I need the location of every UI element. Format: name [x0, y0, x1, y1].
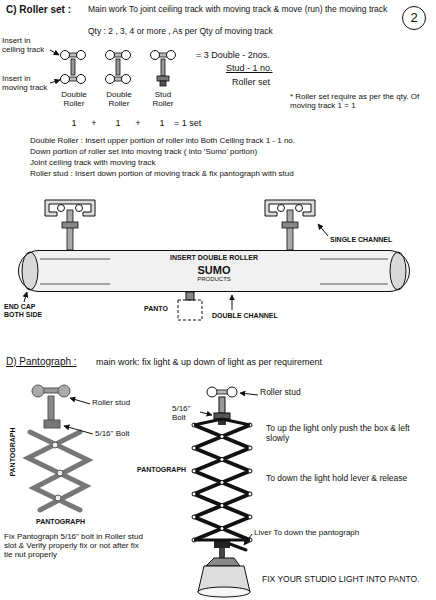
annotation-label: 5/16" Bolt [95, 429, 155, 438]
pivot [220, 481, 224, 485]
annotation-label: Double Roller [101, 90, 137, 108]
annotation-label: 1 [156, 118, 168, 128]
annotation-label: Roller stud [260, 388, 330, 398]
annotation-label: PANTOGRAPH [9, 417, 17, 487]
annotation-label: To up the light only push the box & left… [266, 424, 432, 444]
node-text: INSERT DOUBLE ROLLER [170, 254, 258, 262]
moving-track-bar: INSERT DOUBLE ROLLER SUMOPRODUCTS [18, 250, 410, 292]
annotation-label: Insert in ceiling track [2, 36, 52, 54]
annotation-label: END CAP BOTH SIDE [4, 303, 48, 319]
pivot [248, 515, 252, 519]
pivot [220, 504, 224, 508]
annotation-label: * Roller set require as per the qty. Of … [290, 92, 432, 110]
annotation-label: Down portion of roller set into moving t… [30, 147, 430, 156]
annotation-label: To down the light hold lever & release [266, 474, 432, 484]
annotation-label: PANTO [144, 305, 176, 313]
bolt-link [194, 419, 222, 425]
pivot [220, 435, 224, 439]
annotation-label: FIX YOUR STUDIO LIGHT INTO PANTO. [262, 575, 434, 585]
annotation-label: = 1 set [174, 118, 224, 128]
annotation-label: + [132, 118, 144, 128]
annotation-label: 1 [112, 118, 124, 128]
annotation-label: SINGLE CHANNEL [330, 236, 420, 244]
node-text: 2 [410, 11, 417, 25]
annotation-label: Stud - 1 no. [226, 63, 306, 73]
annotation-label: Double Roller : Insert upper portion of … [30, 136, 430, 145]
base-link [222, 539, 250, 542]
annotation-label: Main work To joint ceiling track with mo… [88, 5, 394, 15]
annotation-label: Roller set [232, 77, 302, 87]
pivot [192, 515, 196, 519]
annotation-label: = 3 Double - 2nos. [196, 50, 306, 60]
annotation-label: + [88, 118, 100, 128]
pivot [248, 492, 252, 496]
pivot [220, 527, 224, 531]
annotation-label: 1 [68, 118, 80, 128]
pivot [220, 458, 224, 462]
annotation-label: C) Roller set : [6, 4, 86, 16]
page-number-circle: 2 [402, 6, 426, 30]
annotation-label: Insert in moving track [2, 74, 50, 92]
base-link [194, 539, 222, 542]
annotation-label: Qty : 2 , 3, 4 or more , As per Qty of m… [88, 27, 408, 37]
pantograph-arm [194, 425, 250, 540]
annotation-label: 5/16" Bolt [172, 404, 200, 422]
annotation-label: DOUBLE CHANNEL [212, 312, 302, 320]
annotation-label: Liver To down the pantograph [254, 528, 374, 537]
annotation-label: Joint ceiling track with moving track [30, 158, 430, 167]
annotation-label: PANTOGRAPH [36, 518, 116, 526]
pivot [192, 446, 196, 450]
annotation-label: main work: fix light & up down of light … [96, 357, 426, 367]
annotation-label: Double Roller [56, 90, 92, 108]
annotation-label: PANTOGRAPH [137, 466, 191, 474]
annotation-label: Stud Roller [145, 90, 181, 108]
annotation-label: D) Pantograph : [6, 356, 92, 368]
pantograph-arm [194, 425, 250, 540]
pivot [248, 469, 252, 473]
node-text: SUMO [198, 264, 231, 276]
annotation-label: Roller stud [92, 398, 152, 407]
node-text: PRODUCTS [197, 276, 231, 283]
bolt-link [222, 419, 250, 425]
pivot [192, 492, 196, 496]
annotation-label: Fix Pantograph 5/16" bolt in Roller stud… [4, 532, 149, 560]
pivot [192, 469, 196, 473]
pivot [248, 446, 252, 450]
annotation-label: Roller stud : Insert down portion of mov… [30, 169, 430, 178]
